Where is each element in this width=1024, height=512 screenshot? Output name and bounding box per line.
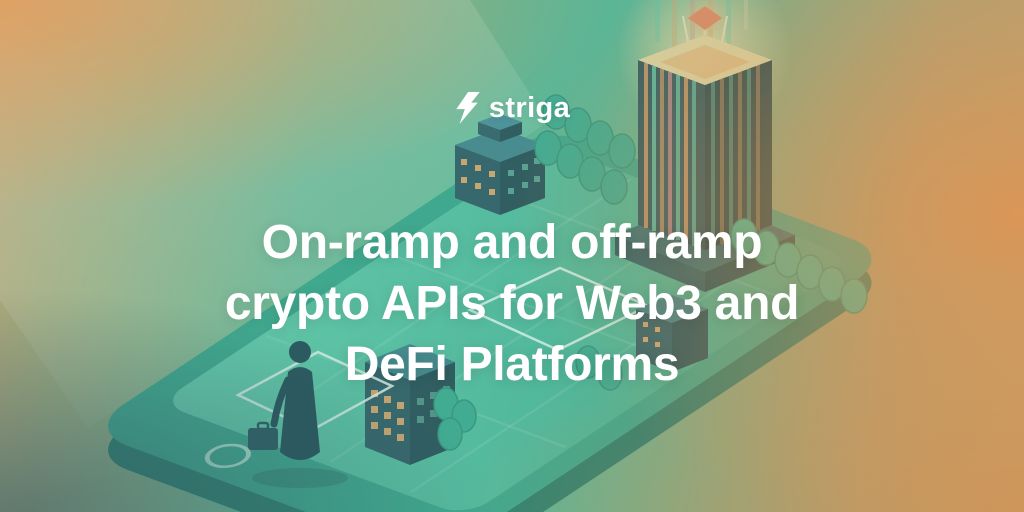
headline: On-ramp and off-ramp crypto APIs for Web… (102, 212, 922, 395)
striga-logo-text: striga (488, 91, 571, 124)
striga-logo: striga (0, 92, 1024, 124)
headline-line-1: On-ramp and off-ramp (261, 216, 763, 270)
headline-line-2: crypto APIs for Web3 and (224, 277, 800, 331)
headline-line-3: DeFi Platforms (344, 338, 680, 392)
striga-bolt-icon (456, 92, 480, 124)
